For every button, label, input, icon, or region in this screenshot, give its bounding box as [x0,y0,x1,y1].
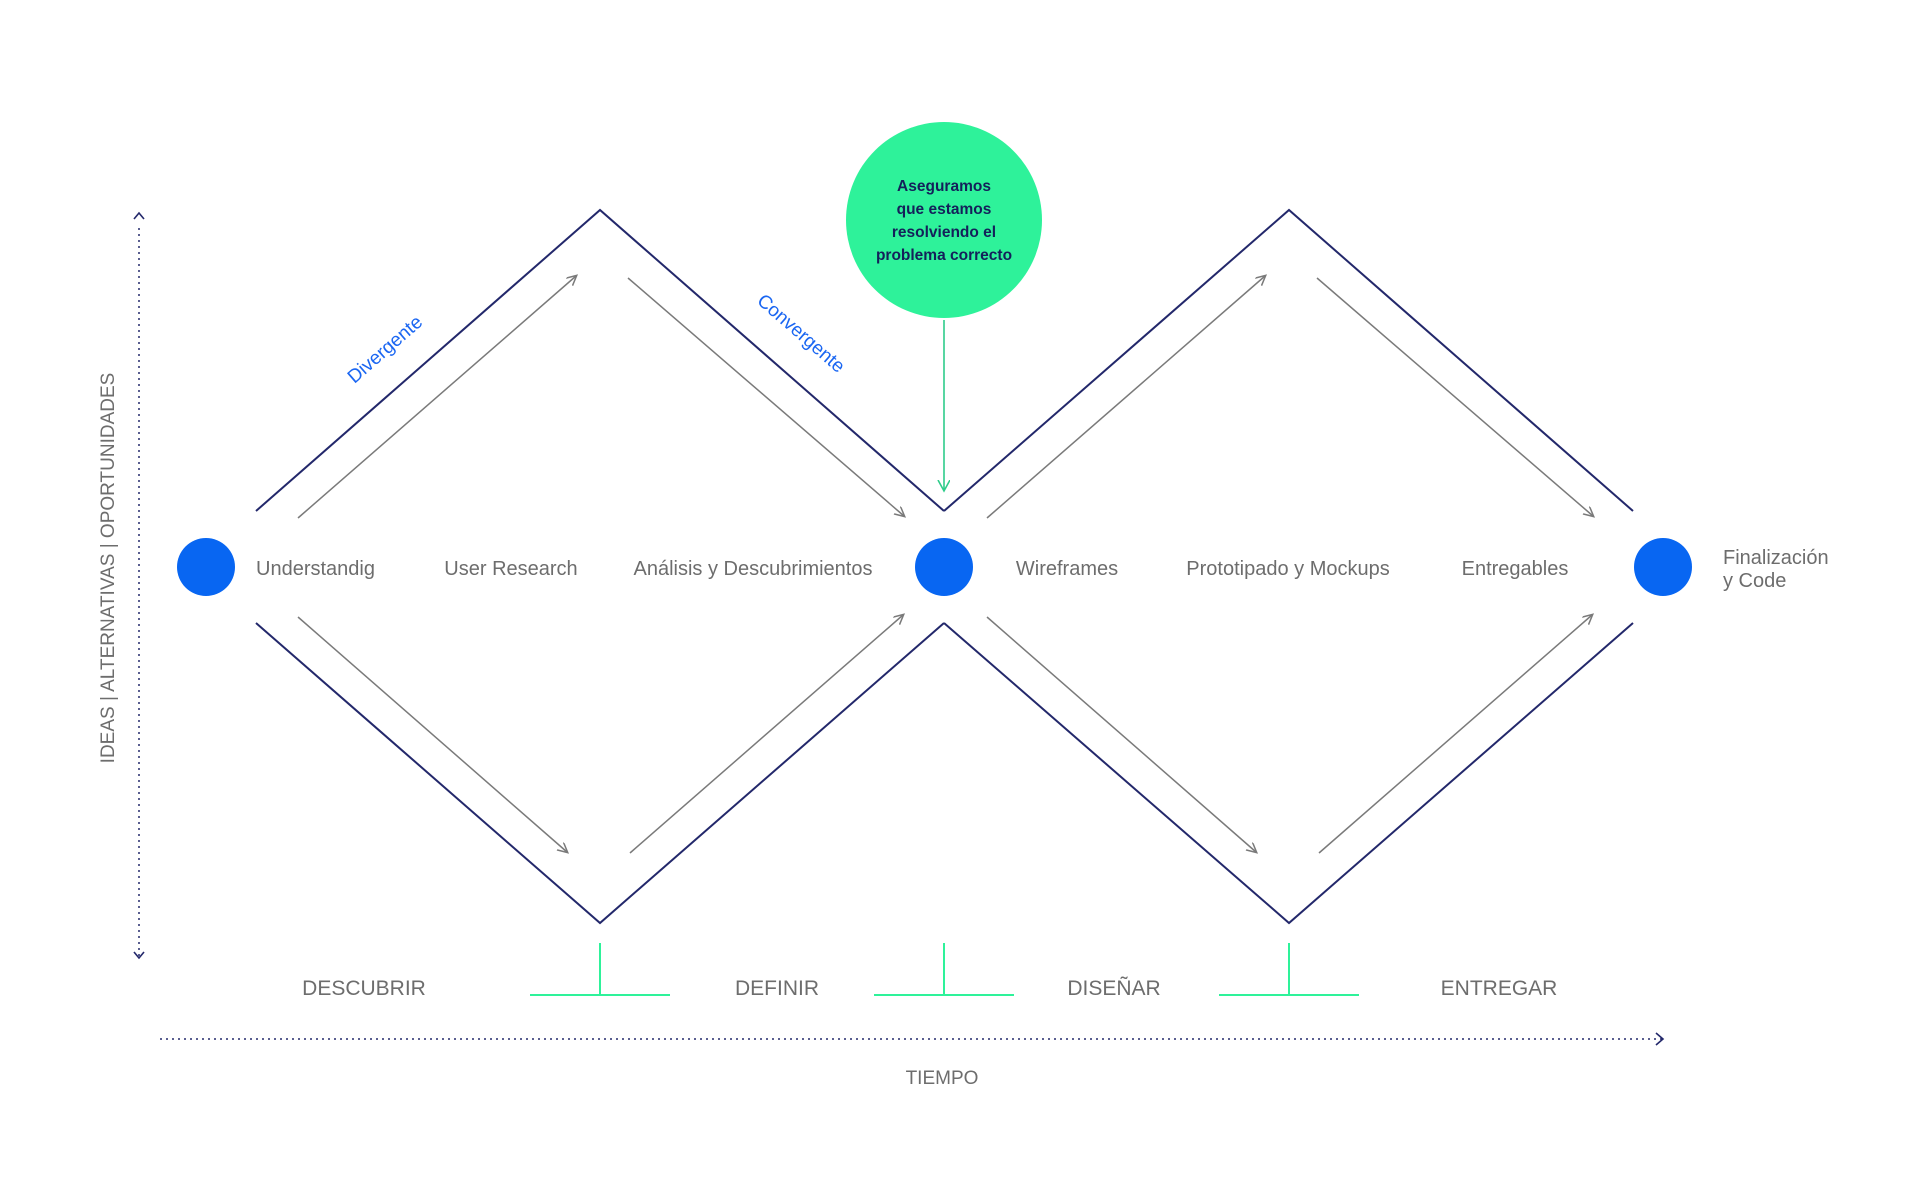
phase-label-design: DISEÑAR [1067,976,1160,1000]
stage-label-analysis: Análisis y Descubrimientos [634,558,873,580]
end-node [1634,538,1692,596]
phase-labels: DESCUBRIR DEFINIR DISEÑAR ENTREGAR [302,976,1557,1000]
stage-label-final-line-2: y Code [1723,570,1786,592]
phase-label-deliver: ENTREGAR [1441,977,1558,1000]
diamond-1-top-edge [255,208,945,512]
horizontal-axis-label: TIEMPO [906,1068,979,1089]
diamond-2-top-edge [943,208,1634,512]
diamond-1-bottom-edge [255,622,945,925]
flow-arrows [297,276,1593,854]
horizontal-axis-arrow-icon [1655,1032,1665,1046]
callout-line-2: que estamos [897,201,992,218]
callout: Aseguramos que estamos resolviendo el pr… [846,122,1042,490]
flow-arrow-1 [297,276,576,519]
convergent-label: Convergente [753,290,849,377]
phase-label-define: DEFINIR [735,977,819,1000]
stage-label-wireframes: Wireframes [1016,558,1118,580]
vertical-axis: IDEAS | ALTERNATIVAS | OPORTUNIDADES [98,211,145,960]
diamond-outlines [255,208,1634,925]
stage-labels: Understandig User Research Análisis y De… [256,547,1829,592]
divergent-label: Divergente [344,312,427,388]
diamond-2-bottom-edge [943,622,1634,925]
start-node [177,538,235,596]
callout-line-1: Aseguramos [897,178,991,195]
flow-arrow-6 [1316,277,1593,516]
flow-arrow-3 [297,616,567,852]
phase-label-discover: DESCUBRIR [302,977,426,1000]
phase-separator-2 [874,943,1014,996]
vertical-axis-top-arrow-icon [133,211,145,220]
middle-node [915,538,973,596]
stage-label-final-line-1: Finalización [1723,547,1829,569]
vertical-axis-label: IDEAS | ALTERNATIVAS | OPORTUNIDADES [98,373,119,764]
stage-label-prototyping: Prototipado y Mockups [1186,558,1389,580]
flow-arrow-8 [1318,615,1592,854]
stage-label-understanding: Understandig [256,558,375,580]
phase-separators [530,943,1359,996]
flow-arrow-2 [627,277,904,516]
callout-circle [846,122,1042,318]
horizontal-axis: TIEMPO [160,1032,1665,1089]
stage-label-user-research: User Research [444,558,577,580]
stage-label-deliverables: Entregables [1462,558,1569,580]
flow-arrow-4 [629,615,903,854]
flow-arrow-7 [986,616,1256,852]
callout-line-4: problema correcto [876,247,1012,264]
phase-separator-3 [1219,943,1359,996]
phase-separator-1 [530,943,670,996]
vertical-axis-bottom-arrow-icon [133,951,145,960]
callout-line-3: resolviendo el [892,224,996,241]
nodes [177,538,1692,596]
flow-arrow-5 [986,276,1265,519]
